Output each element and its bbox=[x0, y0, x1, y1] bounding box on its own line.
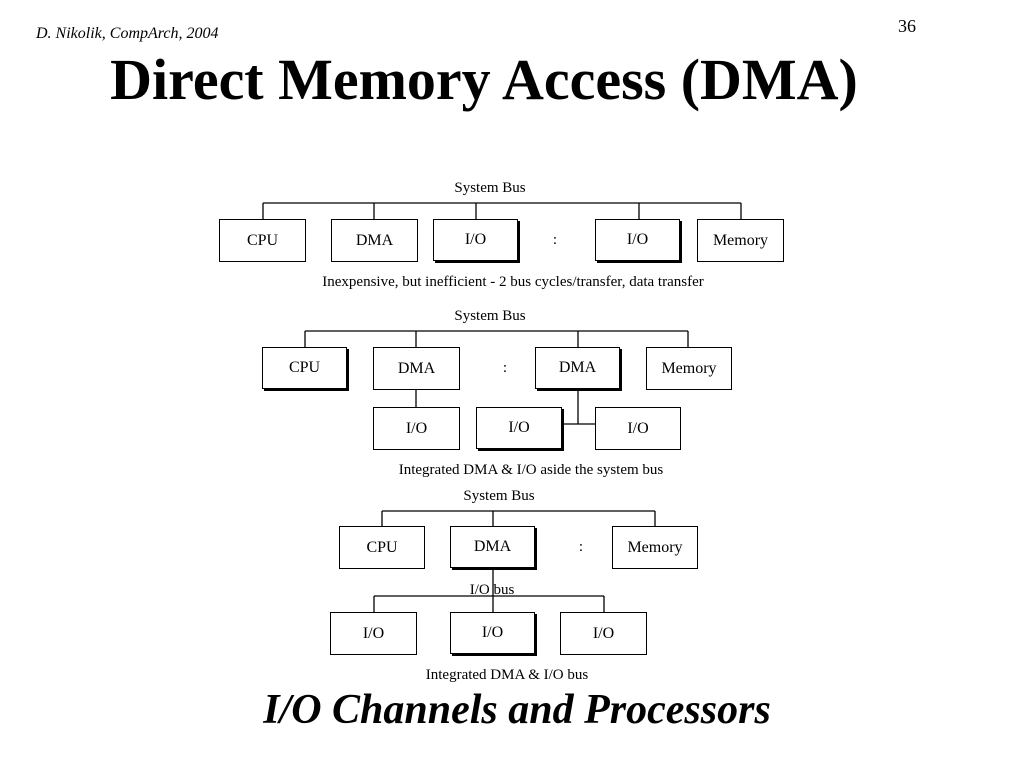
io-label: I/O bbox=[464, 231, 487, 248]
cpu-label: CPU bbox=[246, 231, 279, 249]
memory-box: Memory bbox=[697, 219, 784, 262]
io-label: I/O bbox=[626, 231, 649, 248]
memory-box: Memory bbox=[612, 526, 698, 569]
diagram3-caption: Integrated DMA & I/O bus bbox=[425, 667, 589, 683]
io-box: I/O bbox=[433, 219, 518, 261]
dma-label: DMA bbox=[473, 538, 512, 555]
diagram2-caption: Integrated DMA & I/O aside the system bu… bbox=[398, 462, 664, 478]
separator-dots: : bbox=[578, 539, 584, 555]
io-box: I/O bbox=[330, 612, 417, 655]
io-bus-label: I/O bus bbox=[469, 582, 515, 598]
separator-dots: : bbox=[552, 232, 558, 248]
slide-title: Direct Memory Access (DMA) bbox=[110, 47, 858, 112]
cpu-label: CPU bbox=[366, 538, 398, 556]
io-box: I/O bbox=[476, 407, 562, 449]
memory-label: Memory bbox=[712, 231, 769, 249]
author-credit: D. Nikolik, CompArch, 2004 bbox=[36, 25, 219, 42]
memory-box: Memory bbox=[646, 347, 732, 390]
cpu-box: CPU bbox=[262, 347, 347, 389]
diagram1-caption: Inexpensive, but inefficient - 2 bus cyc… bbox=[322, 274, 704, 290]
cpu-box: CPU bbox=[339, 526, 425, 569]
io-box: I/O bbox=[595, 407, 681, 450]
io-box: I/O bbox=[450, 612, 535, 654]
io-label: I/O bbox=[481, 624, 504, 641]
io-label: I/O bbox=[362, 624, 385, 642]
io-box: I/O bbox=[373, 407, 460, 450]
io-label: I/O bbox=[592, 624, 615, 642]
dma-box: DMA bbox=[450, 526, 535, 568]
dma-label: DMA bbox=[558, 359, 597, 376]
dma-label: DMA bbox=[355, 231, 394, 249]
io-label: I/O bbox=[508, 419, 530, 436]
io-box: I/O bbox=[560, 612, 647, 655]
io-box: I/O bbox=[595, 219, 680, 261]
memory-label: Memory bbox=[661, 359, 717, 377]
dma-label: DMA bbox=[397, 359, 436, 377]
cpu-box: CPU bbox=[219, 219, 306, 262]
io-label: I/O bbox=[405, 419, 428, 437]
separator-dots: : bbox=[502, 360, 508, 376]
dma-box: DMA bbox=[535, 347, 620, 389]
system-bus-label-3: System Bus bbox=[463, 488, 535, 504]
system-bus-label-1: System Bus bbox=[454, 180, 526, 196]
memory-label: Memory bbox=[627, 538, 683, 556]
section-heading: I/O Channels and Processors bbox=[263, 687, 771, 733]
dma-box: DMA bbox=[373, 347, 460, 390]
system-bus-label-2: System Bus bbox=[454, 308, 526, 324]
io-label: I/O bbox=[627, 419, 649, 437]
cpu-label: CPU bbox=[288, 359, 321, 376]
dma-box: DMA bbox=[331, 219, 418, 262]
page-number: 36 bbox=[898, 16, 916, 36]
